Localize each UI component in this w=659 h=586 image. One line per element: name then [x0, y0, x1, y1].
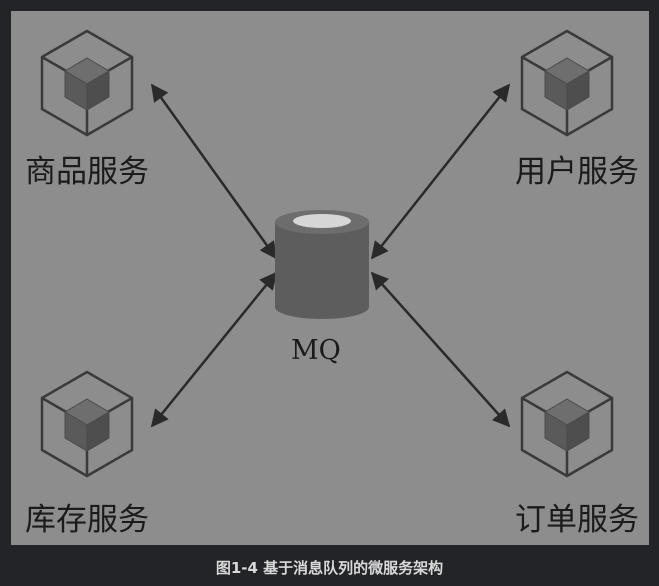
arrow-product-mq	[150, 83, 278, 260]
user-service-label: 用户服务	[515, 154, 639, 190]
product-service-cube-icon	[40, 29, 134, 137]
order-service-cube-icon	[520, 370, 614, 478]
user-service-cube-icon	[520, 29, 614, 137]
database-cylinder-icon	[275, 210, 369, 319]
mq-label: MQ	[291, 335, 341, 366]
architecture-diagram: 商品服务 用户服务 库存服务 订单服务 MQ	[11, 11, 649, 545]
figure-caption: 图1-4 基于消息队列的微服务架构	[215, 559, 444, 577]
order-service-label: 订单服务	[515, 502, 639, 538]
arrow-order-mq	[370, 271, 511, 428]
inventory-service-label: 库存服务	[25, 502, 149, 538]
arrow-user-mq	[370, 83, 511, 260]
diagram-canvas	[40, 29, 614, 478]
arrow-inventory-mq	[150, 271, 278, 428]
inventory-service-cube-icon	[40, 370, 134, 478]
product-service-label: 商品服务	[25, 154, 149, 190]
